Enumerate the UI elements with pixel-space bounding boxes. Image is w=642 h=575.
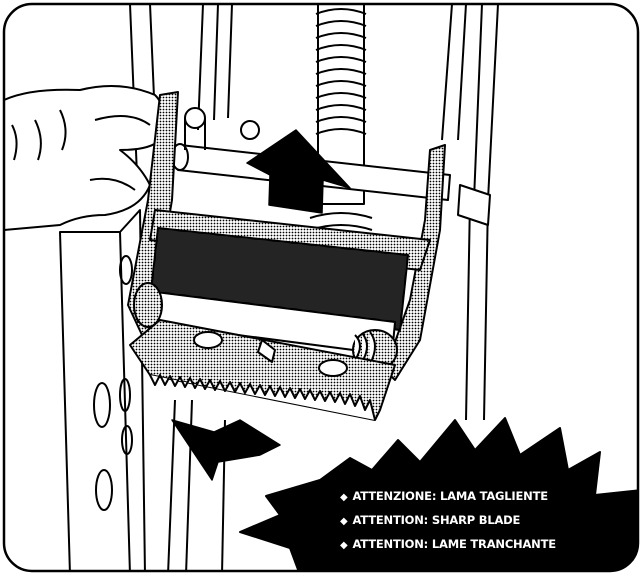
warning-line-french: ◆ ATTENTION: LAME TRANCHANTE [340, 532, 630, 556]
hand [4, 85, 165, 231]
frame-rails [129, 4, 499, 571]
warning-line-italian: ◆ ATTENZIONE: LAMA TAGLIENTE [340, 484, 630, 508]
diamond-bullet-icon: ◆ [340, 540, 348, 551]
warning-starburst [239, 417, 638, 571]
warning-text: ATTENZIONE: LAMA TAGLIENTE [352, 489, 549, 503]
warning-line-english: ◆ ATTENTION: SHARP BLADE [340, 508, 630, 532]
serrated-blade [129, 319, 396, 421]
warning-text: ATTENTION: LAME TRANCHANTE [352, 537, 557, 551]
left-bracket [59, 209, 146, 571]
diamond-bullet-icon: ◆ [340, 492, 348, 503]
arrow-up-icon [246, 129, 351, 214]
diamond-bullet-icon: ◆ [340, 516, 348, 527]
warning-text-block: ◆ ATTENZIONE: LAMA TAGLIENTE ◆ ATTENTION: … [340, 484, 630, 556]
arrow-down-left-icon [171, 419, 281, 481]
warning-text: ATTENTION: SHARP BLADE [352, 513, 521, 527]
